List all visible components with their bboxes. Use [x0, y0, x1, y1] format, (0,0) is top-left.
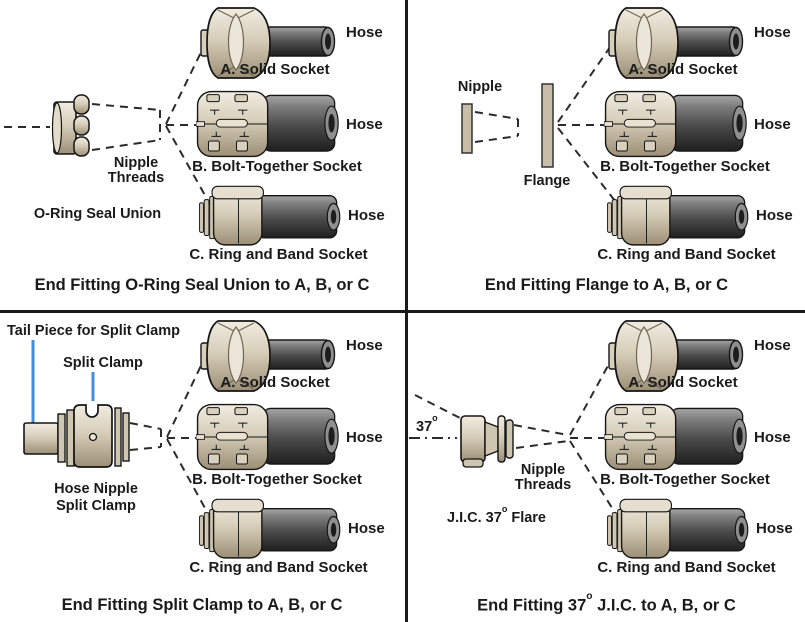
quadrant-o-ring-seal-union: Hose A. Solid Socket Hose B. Bolt-Togeth…	[0, 0, 404, 309]
bolt-together-socket-illustration	[196, 403, 339, 471]
split-clamp-label: Split Clamp	[63, 355, 143, 371]
split-clamp-quadrant-art	[23, 320, 341, 559]
socket-c-label: C. Ring and Band Socket	[189, 559, 368, 576]
horizontal-divider	[0, 310, 805, 313]
hose-label: Hose	[346, 337, 383, 354]
hose-nipple-split-clamp-label-line2: Split Clamp	[56, 498, 136, 514]
bolt-together-socket-illustration	[604, 90, 747, 158]
jic-flare-label-pre: J.I.C. 37	[447, 509, 502, 526]
hose-label: Hose	[754, 337, 791, 354]
dashed-connector-lines	[4, 39, 212, 207]
hose-label: Hose	[756, 520, 793, 537]
socket-c-label: C. Ring and Band Socket	[597, 246, 776, 263]
angle-37-label: 37o	[416, 413, 438, 435]
hose-label: Hose	[348, 520, 385, 537]
bolt-together-socket-illustration	[196, 90, 339, 158]
nipple-threads-label-line1: Nipple	[520, 462, 566, 478]
o-ring-quadrant-art	[4, 7, 341, 246]
socket-a-label: A. Solid Socket	[628, 61, 738, 78]
hose-nipple-split-clamp-label-line1: Hose Nipple	[54, 481, 138, 497]
ring-band-socket-illustration	[606, 185, 749, 246]
nipple-threads-label-line1: Nipple	[113, 155, 159, 171]
jic-flare-label: J.I.C. 37o Flare	[424, 504, 569, 526]
hose-label: Hose	[348, 207, 385, 224]
hose-nipple-split-clamp-illustration	[23, 404, 130, 468]
hose-label: Hose	[754, 24, 791, 41]
quadrant-flange: Hose A. Solid Socket Hose B. Bolt-Togeth…	[408, 0, 805, 309]
caption-post: J.I.C. to A, B, or C	[592, 596, 736, 615]
o-ring-seal-union-label: O-Ring Seal Union	[33, 206, 162, 222]
hose-label: Hose	[346, 429, 383, 446]
quadrant-caption: End Fitting O-Ring Seal Union to A, B, o…	[34, 276, 370, 294]
angle-37-number: 37	[416, 418, 433, 435]
hose-label: Hose	[756, 207, 793, 224]
flange-illustration	[541, 83, 554, 168]
caption-sup: o	[586, 591, 593, 603]
socket-a-label: A. Solid Socket	[628, 374, 738, 391]
socket-b-label: B. Bolt-Together Socket	[192, 471, 362, 488]
dashed-connector-lines	[129, 352, 212, 520]
flange-label: Flange	[523, 173, 571, 189]
ring-band-socket-illustration	[606, 498, 749, 559]
caption-pre: End Fitting 37	[477, 596, 587, 615]
quadrant-caption: End Fitting Flange to A, B, or C	[484, 276, 729, 294]
jic-flare-label-post: Flare	[507, 509, 546, 526]
quadrant-caption: End Fitting 37o J.I.C. to A, B, or C	[408, 591, 805, 616]
socket-b-label: B. Bolt-Together Socket	[600, 158, 770, 175]
jic-flare-illustration	[460, 415, 514, 468]
jic-flare-label-sup: o	[501, 503, 508, 514]
hose-label: Hose	[346, 116, 383, 133]
bolt-together-socket-illustration	[604, 403, 747, 471]
jic-quadrant-art	[409, 320, 749, 559]
hose-label: Hose	[754, 116, 791, 133]
o-ring-seal-union-illustration	[51, 94, 90, 157]
angle-37-sup: o	[432, 412, 438, 423]
tail-piece-label: Tail Piece for Split Clamp	[7, 323, 180, 339]
nipple-illustration	[461, 103, 473, 154]
quadrant-split-clamp: Hose A. Solid Socket Hose B. Bolt-Togeth…	[0, 313, 404, 622]
nipple-threads-label-line2: Threads	[514, 477, 572, 493]
socket-a-label: A. Solid Socket	[220, 61, 330, 78]
hose-label: Hose	[346, 24, 383, 41]
socket-c-label: C. Ring and Band Socket	[189, 246, 368, 263]
dashed-connector-lines	[409, 352, 620, 520]
flange-quadrant-art	[461, 7, 749, 246]
dashed-connector-lines	[474, 39, 620, 207]
nipple-label: Nipple	[457, 79, 503, 95]
leader-lines	[31, 340, 95, 425]
hose-label: Hose	[754, 429, 791, 446]
nipple-threads-label-line2: Threads	[107, 170, 165, 186]
socket-b-label: B. Bolt-Together Socket	[192, 158, 362, 175]
socket-c-label: C. Ring and Band Socket	[597, 559, 776, 576]
quadrant-jic-flare: Hose A. Solid Socket Hose B. Bolt-Togeth…	[408, 313, 805, 622]
socket-b-label: B. Bolt-Together Socket	[600, 471, 770, 488]
ring-band-socket-illustration	[198, 498, 341, 559]
ring-band-socket-illustration	[198, 185, 341, 246]
socket-a-label: A. Solid Socket	[220, 374, 330, 391]
quadrant-caption: End Fitting Split Clamp to A, B, or C	[61, 596, 343, 614]
